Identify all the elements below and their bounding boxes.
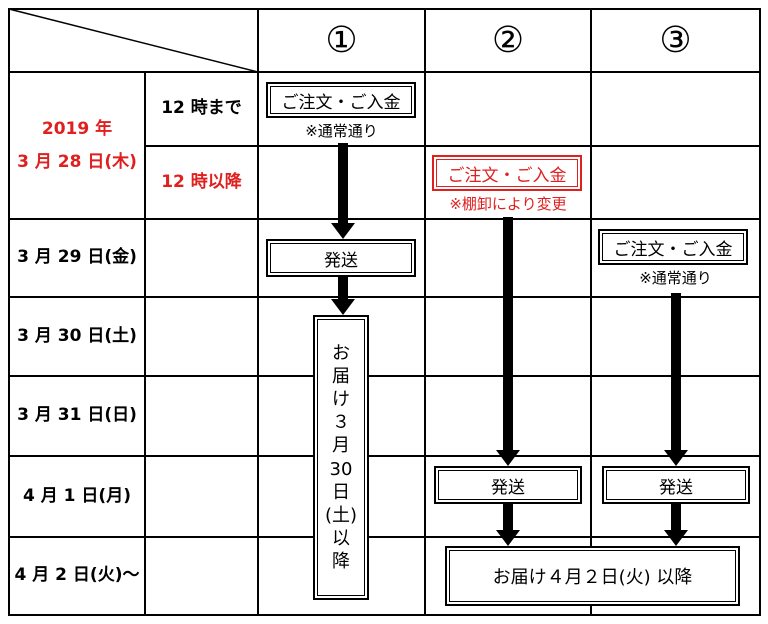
col2-order-box: ご注文・ご入金 (432, 155, 582, 191)
row-header-03-30: 3 月 30 日(土) (17, 325, 137, 346)
col3-order-label: ご注文・ご入金 (602, 233, 744, 261)
col1-delivery-char: 降 (332, 550, 350, 572)
col3-ship-label: 発送 (606, 470, 746, 500)
col3-arrow-to-delivery (664, 504, 688, 546)
col3-order-box: ご注文・ご入金 (598, 229, 748, 265)
col23-delivery-box: お届け４月２日(火) 以降 (445, 546, 740, 606)
col2-arrow-to-delivery (496, 504, 520, 546)
table-border (8, 8, 761, 616)
col1-arrow-to-delivery (331, 277, 355, 315)
col1-delivery-text: お 届 け ３ 月 30 日 (土) 以 降 (317, 319, 365, 596)
column-header-2: ② (491, 20, 525, 61)
row-header-04-01: 4 月 1 日(月) (23, 485, 131, 506)
row-subheader-before-noon: 12 時まで (161, 98, 242, 119)
col1-order-label: ご注文・ご入金 (270, 86, 412, 114)
col1-delivery-char: 30 (329, 458, 353, 480)
column-header-3: ③ (659, 20, 692, 61)
row-header-03-31: 3 月 31 日(日) (17, 405, 137, 426)
col1-delivery-char: ３ (332, 412, 350, 434)
col1-delivery-char: 日 (332, 481, 350, 503)
col1-ship-label: 発送 (270, 243, 412, 273)
col2-order-note: ※棚卸により変更 (449, 195, 567, 213)
corner-diagonal (8, 8, 259, 73)
col1-delivery-char: お (332, 343, 350, 365)
col3-ship-box: 発送 (602, 466, 750, 504)
column-header-1: ① (325, 20, 358, 61)
col3-order-note: ※通常通り (639, 269, 712, 287)
col1-order-box: ご注文・ご入金 (266, 82, 416, 118)
col1-arrow-to-ship (331, 143, 355, 239)
col1-delivery-char: 月 (332, 435, 350, 457)
col2-ship-label: 発送 (438, 470, 578, 500)
col2-order-label: ご注文・ご入金 (436, 159, 578, 187)
col1-delivery-char: 以 (332, 527, 350, 549)
col1-order-note: ※通常通り (305, 122, 378, 140)
col3-arrow-to-ship (664, 293, 688, 466)
col2-arrow-to-ship (496, 217, 520, 466)
col1-delivery-char: (土) (324, 504, 358, 526)
col1-ship-box: 発送 (266, 239, 416, 277)
row-subheader-after-noon: 12 時以降 (161, 171, 242, 192)
col1-delivery-char: け (332, 389, 350, 411)
row-header-03-29: 3 月 29 日(金) (17, 247, 137, 268)
col1-delivery-char: 届 (332, 366, 350, 388)
col23-delivery-label: お届け４月２日(火) 以降 (449, 550, 736, 602)
row-header-2019-03-28: 2019 年 3 月 28 日(木) (17, 119, 137, 172)
col1-delivery-box: お 届 け ３ 月 30 日 (土) 以 降 (313, 315, 369, 600)
row-header-04-02: 4 月 2 日(火)～ (14, 565, 140, 586)
col2-ship-box: 発送 (434, 466, 582, 504)
